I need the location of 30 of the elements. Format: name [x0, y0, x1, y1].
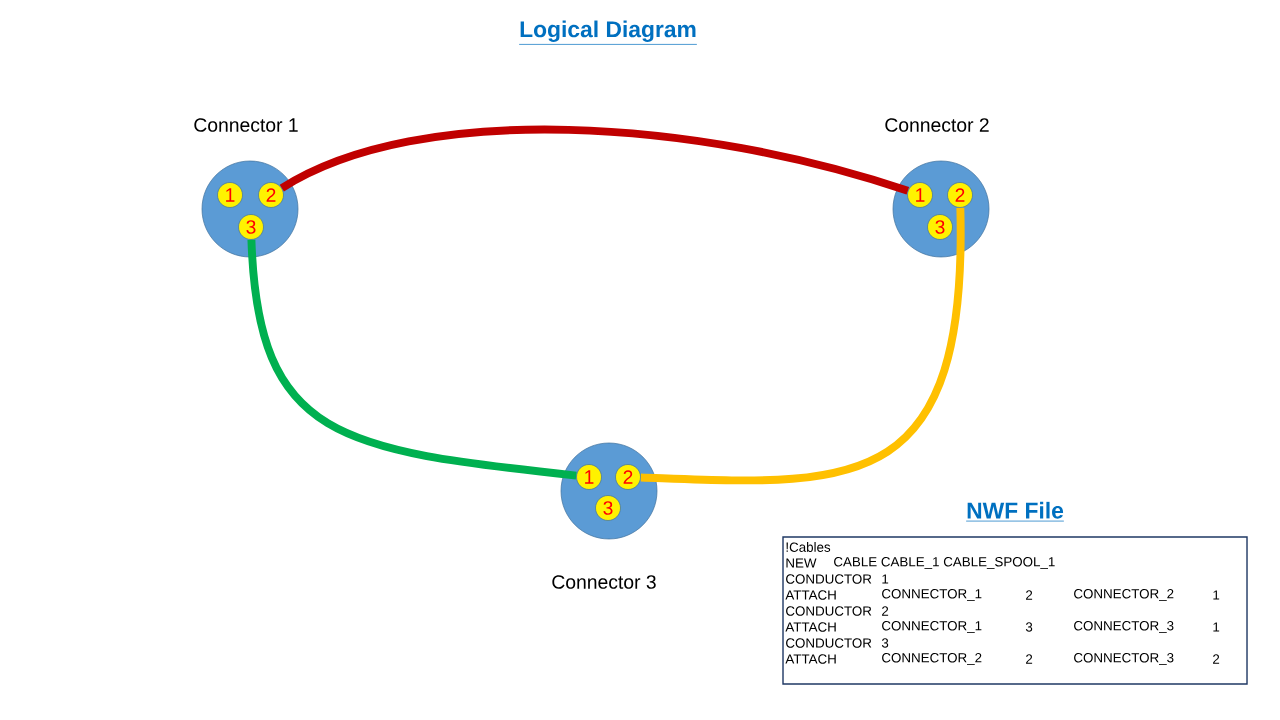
code-text: CONNECTOR_1	[882, 589, 982, 601]
code-text: CONNECTOR_2	[882, 653, 982, 665]
code-text: !Cables	[786, 542, 831, 552]
cable-line	[280, 125, 909, 195]
code-text: 3	[1025, 622, 1033, 632]
code-text: 1	[1213, 590, 1220, 600]
heading: NWF File	[965, 501, 1065, 522]
code-text: 2	[882, 606, 889, 616]
code-text: CONDUCTOR	[786, 638, 872, 648]
code-text: CABLE CABLE_1 CABLE_SPOOL_1	[834, 557, 1055, 569]
code-text: CONDUCTOR	[786, 574, 872, 584]
code-text: 2	[1026, 590, 1033, 600]
connector-label: Connector 2	[885, 118, 989, 132]
code-text: CONNECTOR_1	[882, 621, 982, 633]
code-text: ATTACH	[785, 590, 836, 600]
code-text: 3	[881, 638, 889, 648]
code-text: NEW	[786, 558, 817, 568]
code-text: 1	[1213, 622, 1220, 632]
code-text: CONNECTOR_3	[1074, 621, 1174, 633]
code-text: 2	[1026, 654, 1033, 664]
code-text: 2	[1213, 654, 1220, 664]
code-text: 1	[882, 574, 889, 584]
code-text: CONDUCTOR	[786, 606, 872, 616]
title: Logical Diagram	[518, 20, 698, 45]
code-text: ATTACH	[785, 654, 836, 664]
code-text: CONNECTOR_2	[1074, 589, 1174, 601]
connector-label: Connector 1	[194, 118, 298, 132]
code-text: CONNECTOR_3	[1074, 653, 1174, 665]
connector-label: Connector 3	[552, 575, 656, 589]
code-text: ATTACH	[785, 622, 836, 632]
